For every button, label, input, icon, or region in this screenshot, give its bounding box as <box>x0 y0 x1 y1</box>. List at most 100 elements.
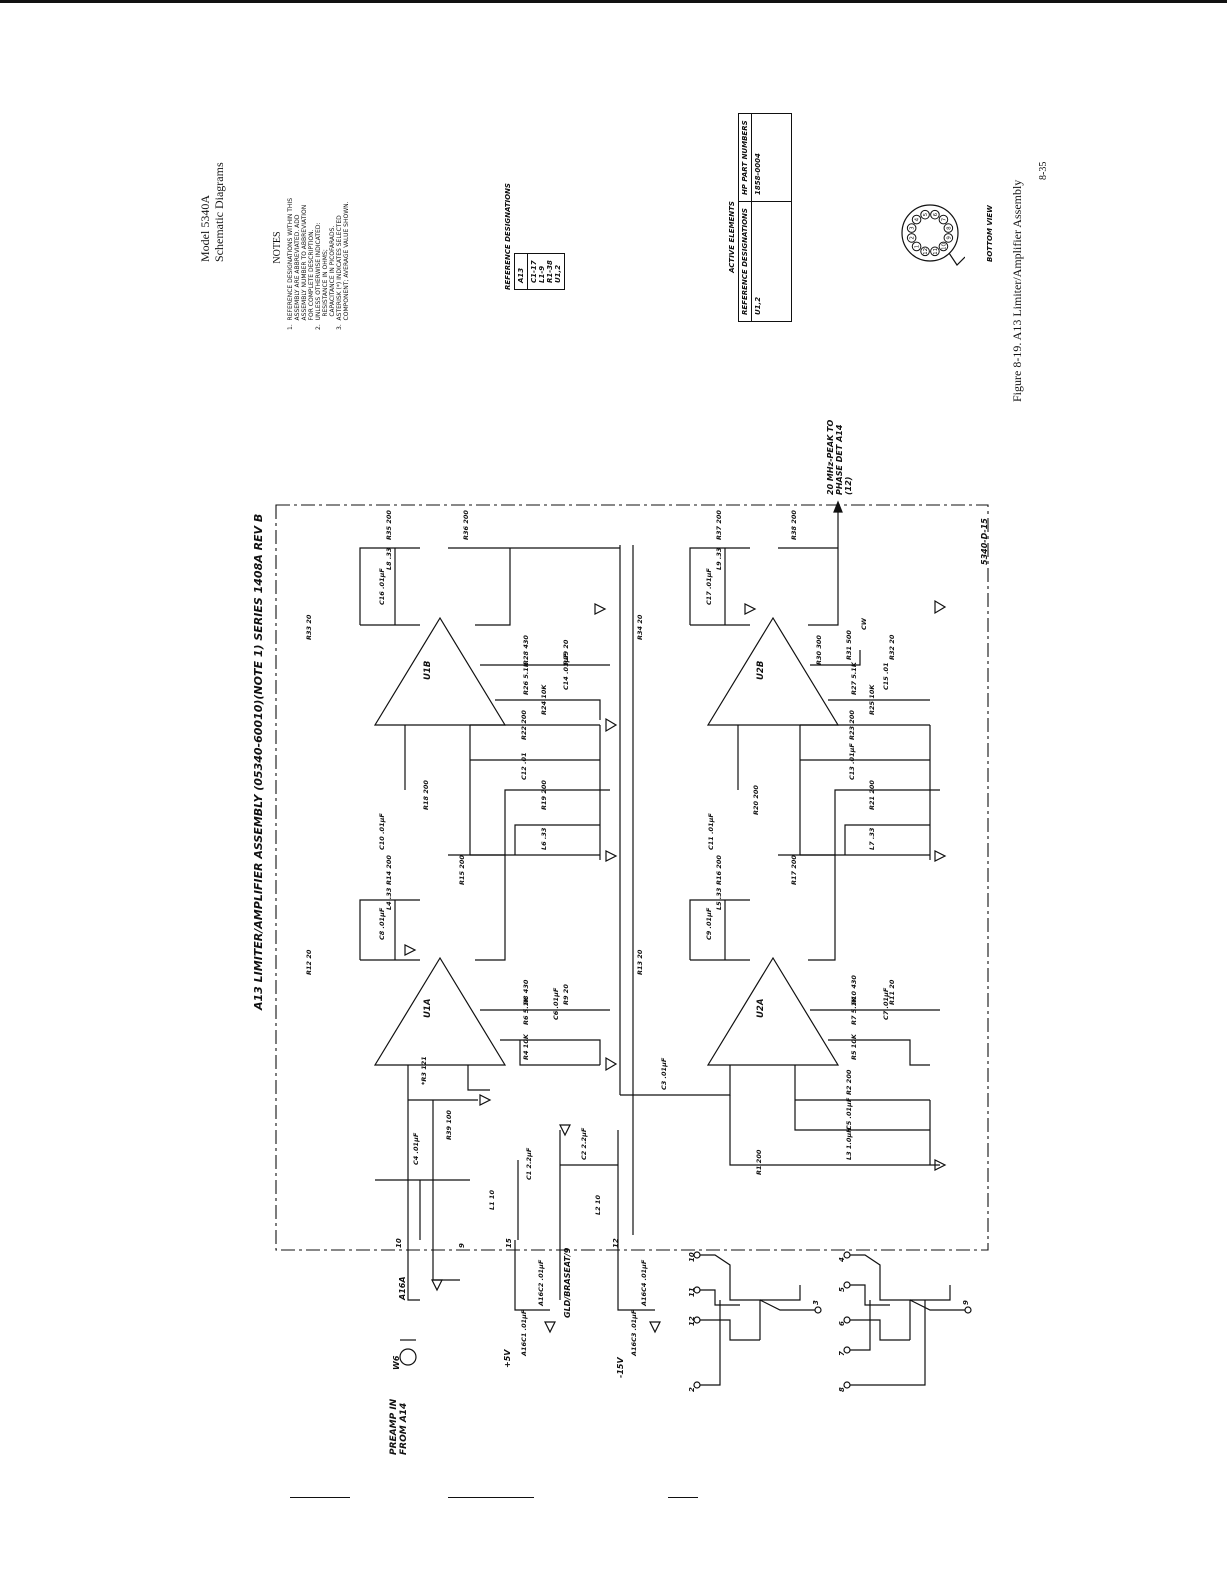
model-label: Model 5340A <box>198 195 212 262</box>
part-label: R29 20 <box>562 639 570 665</box>
active-title: ACTIVE ELEMENTS <box>728 201 736 273</box>
ref-grid: A13 C1-17 L1-9 R1-38 U1,2 <box>514 253 565 290</box>
transistor-pin: 7 <box>838 1351 846 1356</box>
transistor-pin: 11 <box>688 1287 696 1297</box>
pin-15: 15 <box>505 1238 513 1248</box>
assembly-boundary <box>275 504 989 1251</box>
transistor-array-bottom <box>843 1251 972 1389</box>
transistor-pin: 8 <box>838 1387 846 1392</box>
bottom-rule-1 <box>290 1497 350 1498</box>
ic-pin-number: 10 <box>941 242 947 249</box>
filter-cap-2: A16C2 .01µF <box>537 1259 545 1306</box>
notes-block: NOTES 1. REFERENCE DESIGNATIONS WITHIN T… <box>272 165 350 330</box>
part-label: C9 .01µF <box>705 907 713 940</box>
part-c10: C10 .01µF <box>378 813 386 850</box>
part-label: L3 1.0µH <box>845 1127 853 1160</box>
part-label: R21 200 <box>868 780 876 810</box>
transistor-pin: 10 <box>688 1252 696 1262</box>
part-label: R16 200 <box>715 855 723 885</box>
note-line: 3. ASTERISK (*) INDICATES SELECTED <box>336 215 343 330</box>
part-r3: *R3 121 <box>420 1056 428 1085</box>
opamp-u2a <box>706 956 840 1066</box>
schematic-title: A13 LIMITER/AMPLIFIER ASSEMBLY (05340-60… <box>252 513 265 1010</box>
ic-pin <box>911 241 922 252</box>
section-label: Schematic Diagrams <box>212 162 226 262</box>
notes-heading: NOTES <box>272 231 283 264</box>
part-label: R25 10K <box>868 684 876 715</box>
pin-9: 9 <box>458 1243 466 1248</box>
label-u2a: U2A <box>756 999 766 1018</box>
part-label: R27 5.1K <box>850 662 858 695</box>
rail-c2: C2 2.2µF <box>580 1127 588 1160</box>
bottom-rule-3 <box>668 1497 698 1498</box>
active-col2: HP PART NUMBERS <box>738 113 752 202</box>
filter-cap-4: A16C4 .01µF <box>640 1259 648 1306</box>
active-grid: REFERENCE DESIGNATIONS HP PART NUMBERS U… <box>738 113 792 322</box>
part-label: R30 300 <box>815 635 823 665</box>
note-line: RESISTANCE IN OHMS; <box>322 249 329 330</box>
part-label: L8 .33 <box>385 547 393 570</box>
part-label: R24 10K <box>540 684 548 715</box>
ic-pin <box>920 246 930 257</box>
ic-pin <box>943 233 954 243</box>
supply-pos-label: +5V <box>503 1349 512 1368</box>
header-block: Model 5340A Schematic Diagrams <box>198 162 226 262</box>
rail-c1: C1 2.2µF <box>525 1147 533 1180</box>
part-c3: C3 .01µF <box>660 1057 668 1090</box>
ref-assembly: A13 <box>514 253 528 290</box>
note-line: COMPONENT; AVERAGE VALUE SHOWN. <box>343 201 350 330</box>
part-label: R18 200 <box>422 780 430 810</box>
part-label: R32 20 <box>888 634 896 660</box>
note-line: ASSEMBLY NUMBER TO ABBREVIATION <box>301 204 308 330</box>
transistor-array-top <box>693 1251 822 1389</box>
part-label: L9 .33 <box>715 547 723 570</box>
part-label: R19 200 <box>540 780 548 810</box>
output-label: 20 MHz-PEAK TO PHASE DET A14 (12) <box>826 419 853 495</box>
ic-pin <box>911 214 922 225</box>
part-label: L4 .33 <box>385 887 393 910</box>
page-top-rule <box>0 0 1227 3</box>
ic-pin <box>938 241 949 252</box>
label-u1a: U1A <box>423 999 433 1018</box>
filter-cap-1: A16C1 .01µF <box>520 1309 528 1356</box>
part-label: L5 .33 <box>715 887 723 910</box>
part-c11: C11 .01µF <box>707 813 715 850</box>
note-line: ASSEMBLY ARE ABBREVIATED. ADD <box>294 214 301 330</box>
part-label: C5 .01µF <box>845 1097 853 1130</box>
part-label: C16 .01µF <box>378 568 386 605</box>
ref-table-header: REFERENCE DESIGNATIONS <box>504 183 512 290</box>
ic-pin <box>920 209 930 220</box>
ic-pin <box>906 223 917 233</box>
transistor-pin: 5 <box>838 1287 846 1292</box>
figure-caption: Figure 8-19. A13 Limiter/Amplifier Assem… <box>1010 179 1024 402</box>
active-col1: REFERENCE DESIGNATIONS <box>738 201 752 322</box>
drawing-number: 5340-D-15 <box>980 518 989 565</box>
part-c4: C4 .01µF <box>412 1132 420 1165</box>
part-label: R9 20 <box>562 984 570 1005</box>
part-label: R28 430 <box>522 635 530 665</box>
part-label: R23 200 <box>848 710 856 740</box>
ic-pin <box>930 246 940 257</box>
part-label: C12 .01 <box>520 752 528 780</box>
ic-pin-number: 1 <box>915 245 921 249</box>
note-line: 1. REFERENCE DESIGNATIONS WITHIN THIS <box>287 197 294 330</box>
opamp-u2b <box>706 616 840 726</box>
label-u2b: U2B <box>756 661 766 680</box>
page-number: 8-35 <box>1038 161 1049 180</box>
label-u1b: U1B <box>423 661 433 680</box>
ic-pin-number: 2 <box>910 236 916 240</box>
filter-cap-3: A16C3 .01µF <box>630 1309 638 1356</box>
ref-components: C1-17 L1-9 R1-38 U1,2 <box>527 253 565 290</box>
part-label: R5 10K <box>850 1034 858 1060</box>
supply-neg-label: -15V <box>616 1357 625 1378</box>
transistor-pin: 3 <box>812 1300 820 1305</box>
part-label: C8 .01µF <box>378 907 386 940</box>
opamp-u1b <box>373 616 507 726</box>
part-label: R11 20 <box>888 979 896 1005</box>
ground-symbols <box>404 599 947 1334</box>
part-label: C6 .01µF <box>552 987 560 1020</box>
transistor-pin: 6 <box>838 1321 846 1326</box>
part-label: R2 200 <box>845 1069 853 1095</box>
